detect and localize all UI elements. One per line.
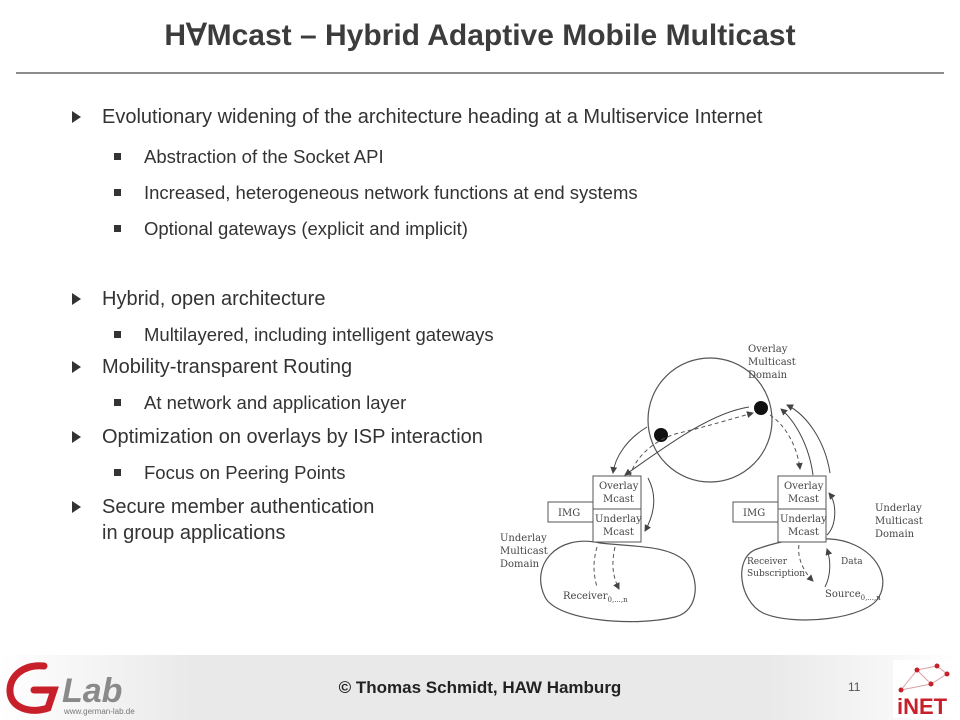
footer-background xyxy=(0,655,960,720)
square-bullet-icon xyxy=(114,189,121,196)
glab-logo-text: Lab xyxy=(62,672,122,710)
copyright-text: © Thomas Schmidt, HAW Hamburg xyxy=(338,678,622,697)
right-underlay-domain xyxy=(741,537,884,621)
right-underlay-label-3: Domain xyxy=(875,529,915,540)
glab-logo: Lab www.german-lab.de xyxy=(6,662,135,716)
title-divider xyxy=(16,72,944,74)
left-underlay-label-2: Multicast xyxy=(500,546,548,557)
left-overlay-mcast-label: Mcast xyxy=(603,494,634,505)
left-underlay-label-1: Underlay xyxy=(500,533,547,544)
inet-logo-text: iNET xyxy=(897,694,948,718)
source-label: Source0,...,n xyxy=(825,589,881,602)
right-gateway-dot xyxy=(754,401,768,415)
receiver-subscription-label-1: Receiver xyxy=(747,557,788,567)
bullet-5-text: Secure member authentication xyxy=(102,496,375,518)
inet-logo: iNET xyxy=(893,660,955,718)
overlay-domain-label-3: Domain xyxy=(748,370,788,381)
right-underlay-label-2: Multicast xyxy=(875,516,923,527)
hybrid-multicast-diagram: Overlay Multicast Domain Underlay Multic… xyxy=(500,344,923,623)
right-underlay-label-1: Underlay xyxy=(875,503,922,514)
data-flow-label: Data xyxy=(841,557,863,567)
bullet-2-text: Hybrid, open architecture xyxy=(102,288,326,310)
left-underlay-box-label: Underlay xyxy=(595,514,642,525)
bullet-1-text: Evolutionary widening of the architectur… xyxy=(102,106,763,128)
slide-title: H∀Mcast – Hybrid Adaptive Mobile Multica… xyxy=(164,19,796,52)
right-underlay-box-label: Underlay xyxy=(780,514,827,525)
left-gateway-dot xyxy=(654,428,668,442)
left-underlay-domain xyxy=(540,540,696,623)
triangle-bullet-icon xyxy=(72,111,81,123)
right-underlay-mcast-label: Mcast xyxy=(788,527,819,538)
overlay-domain-circle xyxy=(647,357,773,483)
overlay-domain-label-1: Overlay xyxy=(748,344,788,355)
bullet-4-text: Optimization on overlays by ISP interact… xyxy=(102,426,483,448)
left-img-label: IMG xyxy=(558,508,580,519)
receiver-subscription-label-2: Subscription xyxy=(747,569,805,579)
bullet-3-text: Mobility-transparent Routing xyxy=(102,356,353,378)
receiver-label: Receiver0,...,n xyxy=(563,591,628,604)
square-bullet-icon xyxy=(114,331,121,338)
square-bullet-icon xyxy=(114,153,121,160)
triangle-bullet-icon xyxy=(72,293,81,305)
overlay-domain-label-2: Multicast xyxy=(748,357,796,368)
page-number: 11 xyxy=(848,680,861,694)
triangle-bullet-icon xyxy=(72,361,81,373)
square-bullet-icon xyxy=(114,469,121,476)
right-overlay-mcast-label: Mcast xyxy=(788,494,819,505)
triangle-bullet-icon xyxy=(72,431,81,443)
glab-url: www.german-lab.de xyxy=(63,707,135,716)
left-underlay-label-3: Domain xyxy=(500,559,540,570)
right-overlay-label: Overlay xyxy=(784,481,824,492)
right-img-label: IMG xyxy=(743,508,765,519)
left-overlay-label: Overlay xyxy=(599,481,639,492)
left-underlay-mcast-label: Mcast xyxy=(603,527,634,538)
triangle-bullet-icon xyxy=(72,501,81,513)
square-bullet-icon xyxy=(114,399,121,406)
square-bullet-icon xyxy=(114,225,121,232)
